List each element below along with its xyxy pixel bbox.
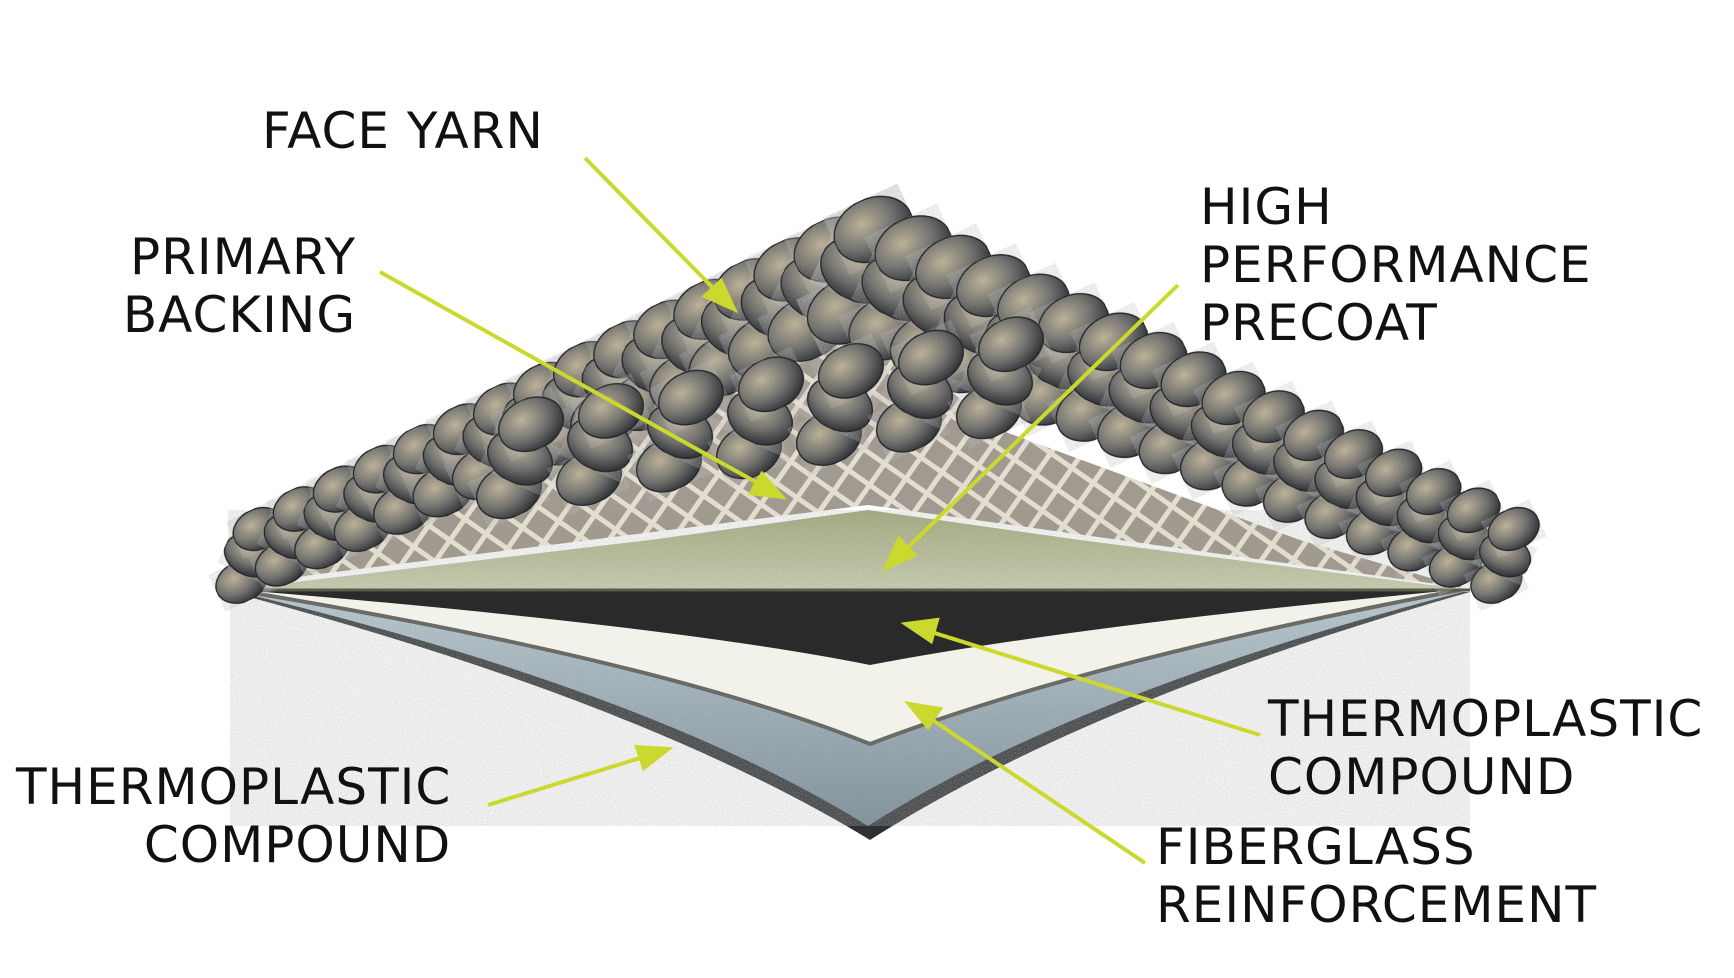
fiberglass-layer — [235, 590, 1460, 744]
leader-face-yarn-arrowhead — [701, 277, 739, 314]
yarn-tuft — [555, 382, 645, 506]
label-precoat-line-2: PERFORMANCE — [1200, 236, 1592, 294]
yarn-tuft — [1428, 487, 1501, 588]
yarn-tuft — [955, 316, 1045, 440]
leader-primary-backing — [379, 270, 771, 492]
thermoplastic-top-layer — [240, 590, 1455, 665]
leader-thermoplastic-left — [487, 753, 651, 807]
leader-lines — [379, 156, 1261, 865]
leader-primary-backing-arrowhead — [747, 470, 787, 500]
precoat-layer — [228, 510, 1470, 590]
yarn-tuft — [1470, 506, 1540, 604]
label-precoat: HIGH PERFORMANCE PRECOAT — [1200, 178, 1592, 352]
label-fiberglass-line-1: FIBERGLASS — [1156, 818, 1476, 876]
label-precoat-line-3: PRECOAT — [1200, 294, 1438, 352]
leader-fiberglass-arrowhead — [904, 701, 944, 731]
label-primary-backing-line-2: BACKING — [122, 286, 357, 344]
label-fiberglass: FIBERGLASS REINFORCEMENT — [1156, 818, 1597, 934]
leader-face-yarn — [583, 156, 727, 302]
leader-thermoplastic-left-arrowhead — [634, 744, 674, 772]
fiberglass-edge — [234, 588, 1461, 747]
label-thermoplastic-left: THERMOPLASTIC COMPOUND — [16, 758, 451, 874]
label-thermoplastic-right: THERMOPLASTIC COMPOUND — [1268, 690, 1703, 806]
label-thermoplastic-left-line-2: COMPOUND — [143, 816, 452, 874]
label-fiberglass-line-2: REINFORCEMENT — [1156, 876, 1598, 934]
label-precoat-line-1: HIGH — [1200, 178, 1333, 236]
label-thermoplastic-right-line-2: COMPOUND — [1268, 748, 1576, 806]
leader-thermoplastic-right — [924, 628, 1261, 737]
label-face-yarn-line-1: FACE YARN — [262, 102, 544, 160]
leader-precoat-arrowhead — [881, 535, 918, 573]
label-thermoplastic-left-line-1: THERMOPLASTIC — [16, 758, 452, 816]
yarn-tuft — [635, 369, 725, 493]
leader-thermoplastic-right-arrowhead — [900, 617, 940, 645]
leader-precoat — [898, 283, 1180, 557]
label-face-yarn: FACE YARN — [262, 102, 544, 160]
label-primary-backing-line-1: PRIMARY — [130, 228, 357, 286]
yarn-tuft — [715, 356, 805, 480]
yarn-tuft — [1097, 331, 1188, 459]
leader-fiberglass — [923, 713, 1147, 865]
yarn-tuft — [475, 396, 565, 520]
yarn-tuft — [875, 329, 965, 453]
label-thermoplastic-right-line-1: THERMOPLASTIC — [1268, 690, 1704, 748]
label-primary-backing: PRIMARY BACKING — [112, 228, 356, 344]
yarn-tuft — [795, 342, 885, 466]
